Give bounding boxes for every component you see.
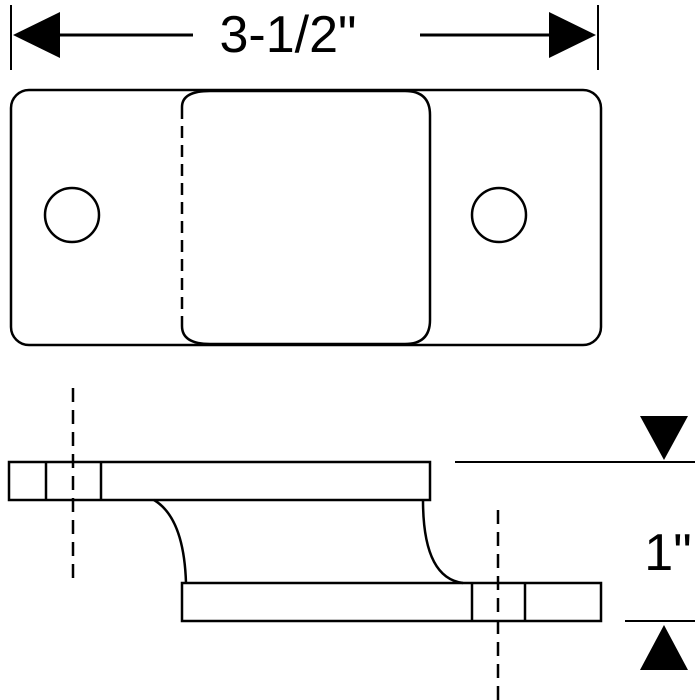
width-label: 3-1/2"	[220, 6, 357, 64]
side-view	[7, 388, 603, 700]
height-arrow-top	[640, 416, 688, 460]
width-arrow-left	[13, 12, 60, 58]
lower-flange	[180, 581, 603, 623]
web-left-curve	[153, 498, 188, 584]
height-dimension: 1"	[455, 416, 695, 670]
raised-pad-outline	[180, 89, 432, 346]
height-arrow-bottom	[640, 625, 688, 670]
height-label: 1"	[644, 524, 691, 582]
top-view	[9, 88, 603, 347]
mounting-hole-left	[43, 186, 101, 244]
width-dimension: 3-1/2"	[10, 5, 599, 70]
web-right-curve	[421, 499, 464, 585]
mounting-hole-right	[470, 186, 528, 244]
upper-flange	[7, 460, 432, 502]
width-arrow-right	[549, 12, 596, 58]
